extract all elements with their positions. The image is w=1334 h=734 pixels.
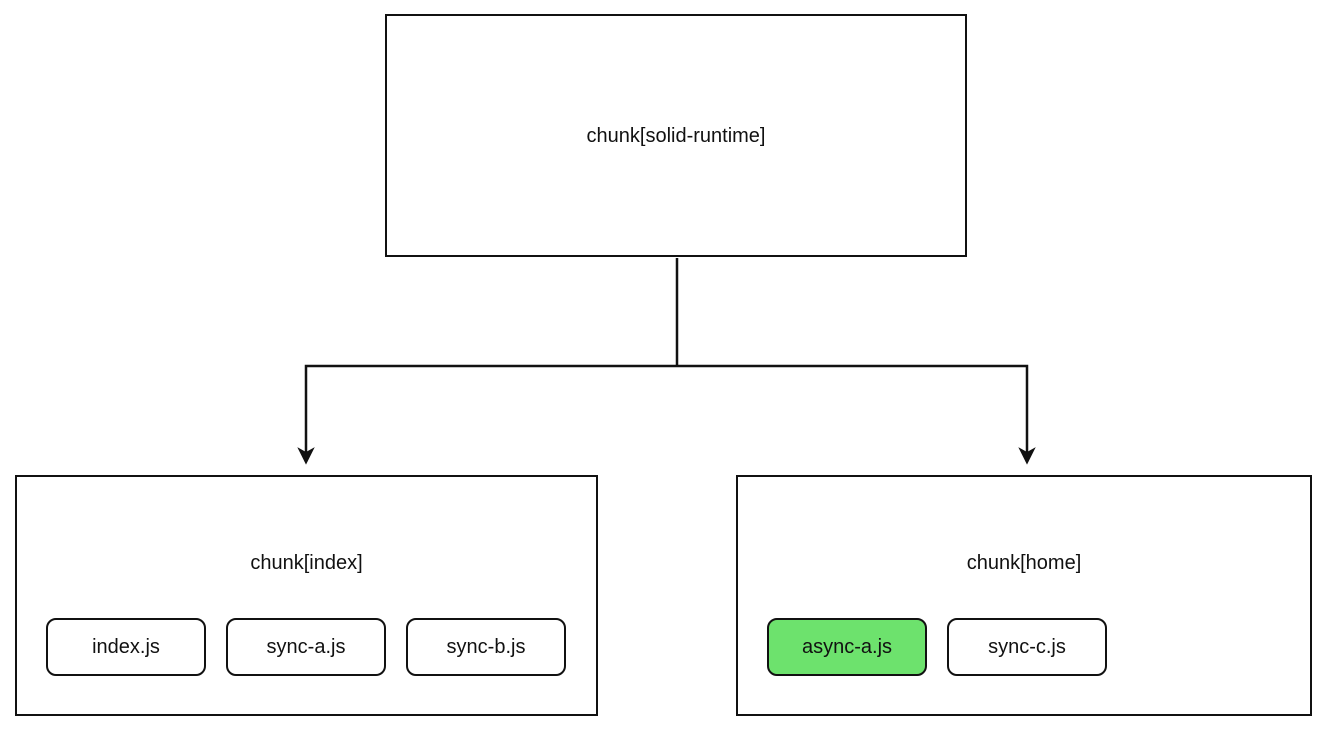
module-async-a-js: async-a.js — [767, 618, 927, 676]
chunk-label-home: chunk[home] — [966, 552, 1082, 574]
chunk-node-index: chunk[index] index.js sync-a.js sync-b.j… — [15, 475, 598, 716]
module-sync-a-js: sync-a.js — [226, 618, 386, 676]
chunk-label-index: chunk[index] — [250, 552, 363, 574]
module-sync-b-js: sync-b.js — [406, 618, 566, 676]
edge-runtime-to-chunk-index — [297, 364, 677, 465]
chunk-node-solid-runtime: chunk[solid-runtime] — [385, 14, 967, 257]
chunk-node-home: chunk[home] async-a.js sync-c.js — [736, 475, 1312, 716]
modules-row-home: async-a.js sync-c.js — [767, 618, 1107, 676]
edge-runtime-to-chunk-home — [677, 364, 1036, 465]
module-sync-c-js: sync-c.js — [947, 618, 1107, 676]
module-index-js: index.js — [46, 618, 206, 676]
chunk-label-solid-runtime: chunk[solid-runtime] — [586, 124, 766, 147]
modules-row-index: index.js sync-a.js sync-b.js — [46, 618, 566, 676]
